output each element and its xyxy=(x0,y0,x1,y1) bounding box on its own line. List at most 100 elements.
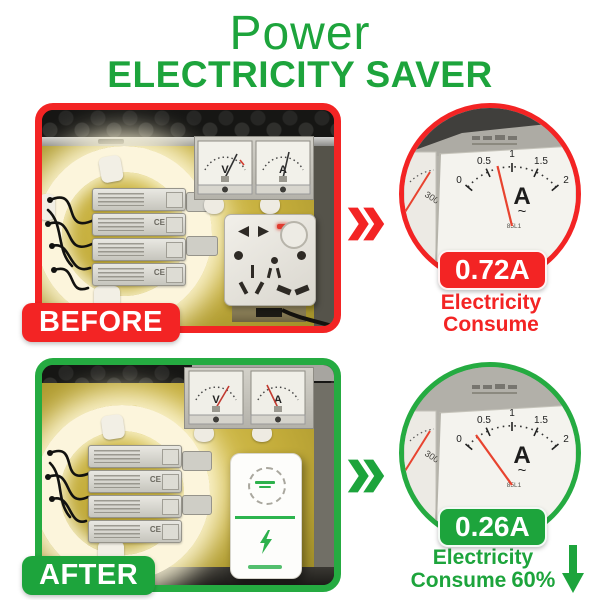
svg-text:0: 0 xyxy=(456,175,462,186)
ballast-side-box xyxy=(182,495,212,515)
embossed-logo xyxy=(472,384,517,394)
power-cord xyxy=(281,308,333,326)
analog-ammeter: A xyxy=(255,140,311,195)
after-reading-badge: 0.26A xyxy=(438,507,547,547)
device-logo-text xyxy=(255,481,275,484)
scale-labels: 0 0.5 1 1.5 2 xyxy=(456,149,569,186)
ballast-box xyxy=(88,495,182,518)
lamp-holder xyxy=(94,286,120,308)
device-logo-text xyxy=(259,486,271,488)
svg-text:1.5: 1.5 xyxy=(534,156,548,167)
embossed-logo xyxy=(472,135,517,145)
analog-voltmeter: V xyxy=(197,140,253,195)
svg-text:1.5: 1.5 xyxy=(534,415,548,426)
svg-text:2: 2 xyxy=(563,175,569,186)
scale-labels: 0 0.5 1 1.5 2 xyxy=(456,408,569,445)
svg-text:1: 1 xyxy=(509,149,515,160)
ballast-box xyxy=(88,445,182,468)
socket-pin-hole xyxy=(276,284,292,296)
analog-ammeter: A xyxy=(250,370,306,425)
case-shadow xyxy=(404,108,576,154)
black-wires xyxy=(45,196,96,291)
socket-base-slot xyxy=(256,308,282,317)
meter-foot xyxy=(260,196,280,214)
ballast-box xyxy=(92,238,186,261)
socket-base xyxy=(232,302,306,322)
meter-panel: V A xyxy=(184,367,314,429)
ammeter-label: A xyxy=(279,164,287,176)
case-latch xyxy=(98,139,124,144)
ballast-stack: CE CE xyxy=(92,188,218,288)
voltmeter-label: V xyxy=(212,394,220,406)
meter-panel: V A xyxy=(194,136,314,200)
ammeter-needle xyxy=(475,434,513,486)
case-wall xyxy=(314,383,334,567)
ballast-side-box xyxy=(182,451,212,471)
case-wall xyxy=(314,146,334,326)
lightning-bolt-icon xyxy=(260,530,272,554)
before-reading-badge: 0.72A xyxy=(438,250,547,290)
ce-mark: CE xyxy=(153,268,165,277)
svg-text:1: 1 xyxy=(509,408,515,419)
voltmeter-sliver xyxy=(404,410,437,526)
socket-pin-hole xyxy=(297,251,306,260)
double-chevron-right-icon xyxy=(347,459,385,493)
socket-pin-hole xyxy=(238,226,249,237)
before-caption-line2: Consume xyxy=(443,313,539,336)
ammeter-needle xyxy=(496,165,514,227)
ballast-side-box xyxy=(186,236,218,256)
meter-foot xyxy=(194,425,214,442)
meter-foot xyxy=(252,425,272,442)
black-wires xyxy=(45,449,92,523)
ballast-stack: CE CE xyxy=(88,445,212,545)
ce-mark: CE xyxy=(149,525,161,534)
svg-text:2: 2 xyxy=(563,434,569,445)
ammeter-label: A xyxy=(274,394,282,406)
before-photo: CE CE V xyxy=(35,103,341,333)
socket-pin-hole xyxy=(294,284,310,296)
analog-voltmeter: V xyxy=(188,370,244,425)
socket-pin-hole xyxy=(275,267,282,279)
power-socket xyxy=(224,214,316,306)
ammeter-face xyxy=(435,404,576,524)
unit-label: A xyxy=(513,442,530,469)
meter-model: 85L1 xyxy=(507,223,522,230)
svg-text:0.5: 0.5 xyxy=(477,415,491,426)
arrow-down-icon xyxy=(562,545,584,593)
socket-pin-hole xyxy=(234,251,243,260)
after-caption-line1: Electricity xyxy=(432,546,534,569)
after-photo: CE CE V A xyxy=(35,358,341,592)
before-caption: Electricity Consume xyxy=(398,292,584,336)
title-line2: ELECTRICITY SAVER xyxy=(107,54,493,95)
meter-model: 85L1 xyxy=(507,482,522,489)
device-logo-ring xyxy=(248,467,286,505)
ac-wave: ~ xyxy=(518,462,527,479)
voltmeter-label: V xyxy=(221,164,229,176)
svg-text:0.5: 0.5 xyxy=(477,156,491,167)
socket-pin-hole xyxy=(271,257,278,264)
socket-pin-hole xyxy=(266,267,273,279)
scale-ticks xyxy=(464,163,560,192)
ballast-box: CE xyxy=(88,470,182,493)
case-lid-foam xyxy=(42,110,334,140)
socket-pin-hole xyxy=(254,281,265,295)
after-meter-closeup: 300 0 0.5 1 1.5 2 A ~ 85L1 xyxy=(399,362,581,544)
ac-wave: ~ xyxy=(518,203,527,220)
scale-ticks xyxy=(464,422,560,451)
voltmeter-sliver xyxy=(404,151,437,267)
after-caption-line2: Consume xyxy=(410,569,507,592)
socket-pin-hole xyxy=(258,226,269,237)
socket-pin-hole xyxy=(238,281,249,295)
double-chevron-right-icon xyxy=(347,207,385,241)
before-caption-line1: Electricity xyxy=(440,291,542,314)
svg-text:0: 0 xyxy=(456,434,462,445)
voltmeter-needle xyxy=(404,430,431,472)
energy-saver-device xyxy=(230,453,302,579)
socket-pin-hole xyxy=(251,265,254,278)
ballast-box: CE xyxy=(92,213,186,236)
ballast-box xyxy=(92,188,186,211)
ballast-box: CE xyxy=(88,520,182,543)
title-line1: Power xyxy=(229,7,371,60)
ce-mark: CE xyxy=(149,475,161,484)
